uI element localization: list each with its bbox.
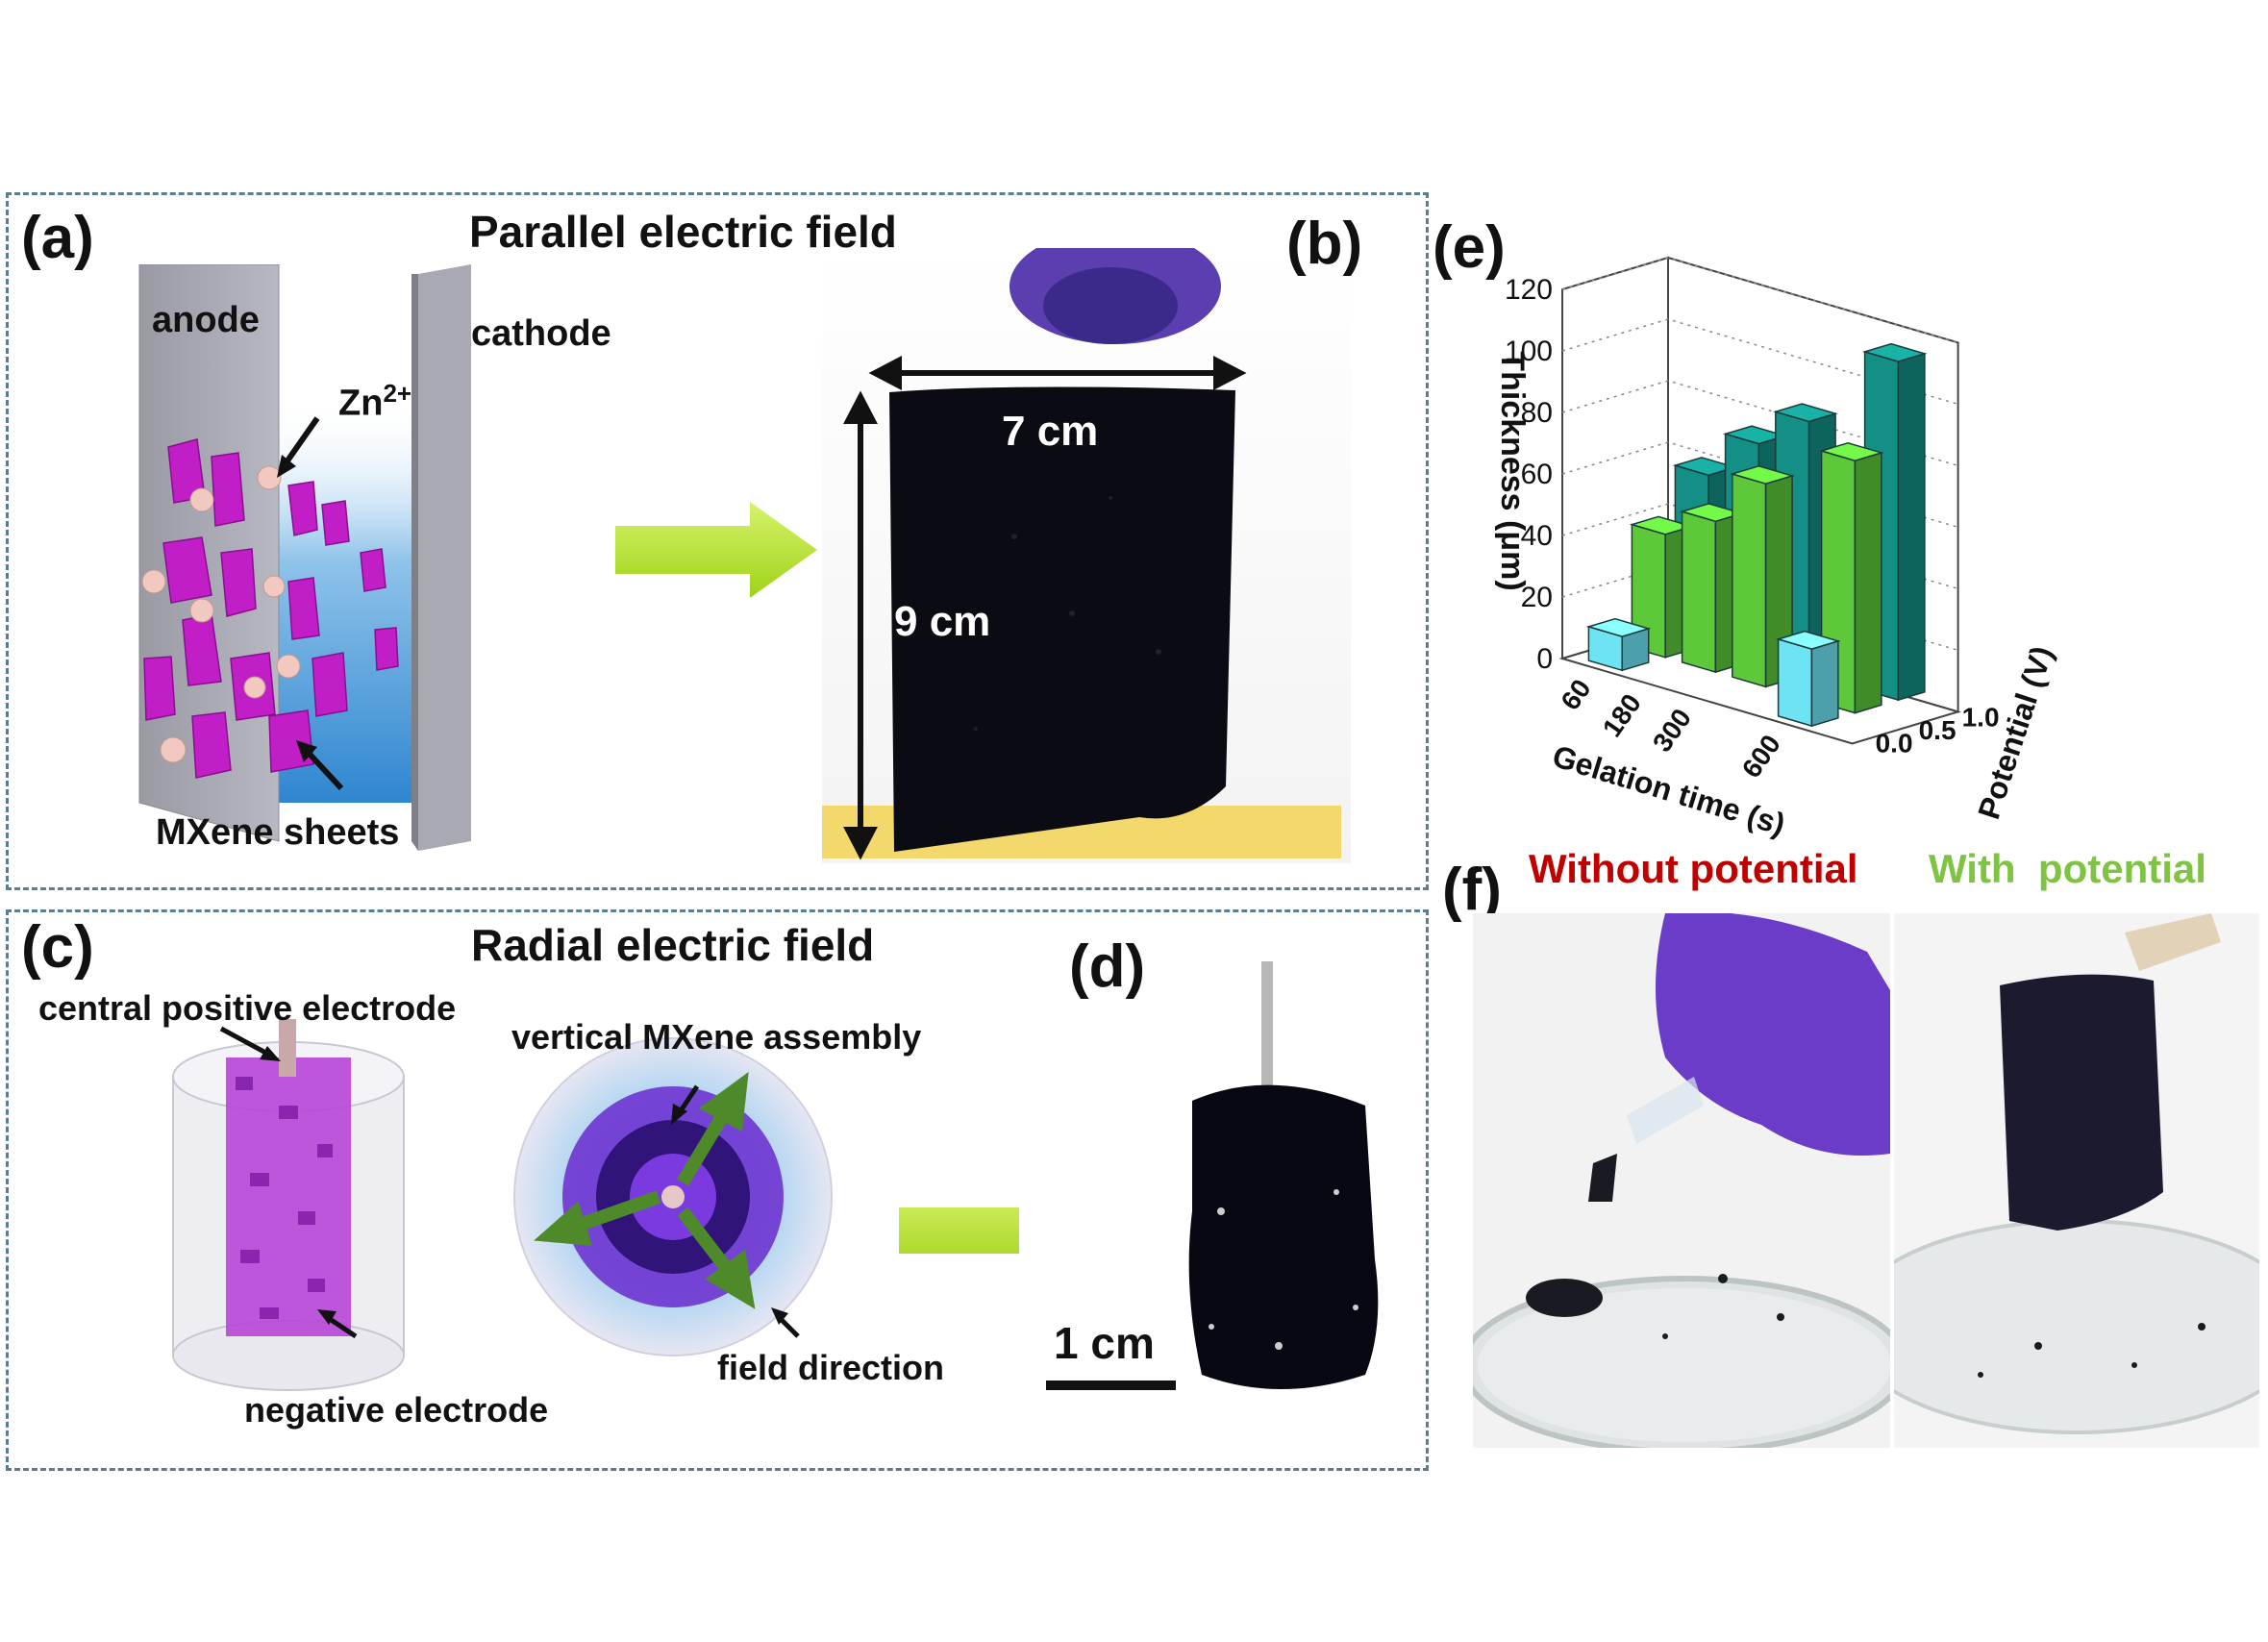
panel-e-letter: (e) <box>1433 214 1506 281</box>
panel-a-illustration <box>138 264 471 851</box>
panel-d-photo <box>1019 923 1404 1404</box>
panel-ab-frame <box>6 192 1429 890</box>
with-potential-label: With potential <box>1929 846 2206 891</box>
process-arrow-ab <box>615 502 817 598</box>
panel-c-illustration <box>172 1019 833 1391</box>
z-tick-label: 80 <box>1521 397 1553 429</box>
panel-a-letter: (a) <box>21 205 94 271</box>
z-gridline <box>1561 380 1958 467</box>
bar-front-face <box>1777 637 1813 728</box>
panel-f-photo-left <box>1473 913 1890 1448</box>
x-tick-label: 60 <box>1555 674 1596 715</box>
y-tick-label: 0.0 <box>1876 728 1913 758</box>
panel-c-letter: (c) <box>21 914 94 981</box>
cathode-label: cathode <box>471 313 611 354</box>
panel-c-title: Radial electric field <box>471 920 875 970</box>
panel-b-photo <box>822 248 1351 863</box>
bar-top-face <box>1861 342 1928 362</box>
bar-top-face <box>1730 464 1795 485</box>
z-axis-label: Thickness (μm) <box>1494 351 1531 590</box>
x-tick-label: 600 <box>1736 730 1786 784</box>
bar-top-face <box>1585 617 1652 637</box>
bar-front-face <box>1732 472 1767 688</box>
y-tick-label: 1.0 <box>1962 702 2000 732</box>
without-potential-label: Without potential <box>1529 846 1858 891</box>
bar-side-face <box>1854 451 1882 714</box>
z-gridline <box>1561 503 1958 590</box>
scale-bar-label: 1 cm <box>1054 1318 1155 1368</box>
zn-ion-symbol: Zn <box>338 383 384 424</box>
width-7cm-label: 7 cm <box>1002 408 1099 455</box>
height-9cm-label: 9 cm <box>894 598 991 645</box>
bar-top-face <box>1773 403 1838 423</box>
y-tick-label: 0.5 <box>1919 715 1956 745</box>
z-tick-label: 0 <box>1536 643 1553 675</box>
x-tick-label: 180 <box>1597 688 1647 742</box>
z-gridline <box>1561 441 1958 529</box>
z-gridline <box>1561 318 1958 406</box>
anode-label: anode <box>152 300 260 340</box>
bar-top-face <box>1775 630 1841 650</box>
bar-front-face <box>1681 510 1717 674</box>
panel-d-letter: (d) <box>1069 933 1146 1000</box>
z-tick-label: 100 <box>1505 336 1553 367</box>
mxene-sheets-label: MXene sheets <box>156 812 400 853</box>
z-tick-label: 20 <box>1521 582 1553 613</box>
central-electrode-label: central positive electrode <box>38 988 457 1028</box>
z-tick-label: 120 <box>1505 274 1553 306</box>
bar-side-face <box>1810 639 1839 728</box>
panel-f-photo-right <box>1894 913 2259 1448</box>
panel-b-letter: (b) <box>1286 211 1363 277</box>
negative-electrode-label: negative electrode <box>244 1390 549 1430</box>
bar-side-face <box>1897 352 1926 702</box>
x-tick-label: 300 <box>1647 703 1697 757</box>
panel-f-letter: (f) <box>1442 857 1502 923</box>
zn-ion-label: Zn2+ <box>338 379 411 425</box>
z-tick-label: 60 <box>1521 459 1553 490</box>
panel-cd-frame <box>6 909 1429 1471</box>
vertical-assembly-label: vertical MXene assembly <box>511 1017 922 1057</box>
field-direction-label: field direction <box>717 1348 945 1387</box>
zn-ion-charge: 2+ <box>383 379 412 408</box>
z-tick-label: 40 <box>1521 520 1553 552</box>
bar-top-face <box>1818 441 1884 461</box>
z-gridline <box>1561 257 1958 344</box>
y-axis-label: Potential (V) <box>1971 642 2059 824</box>
